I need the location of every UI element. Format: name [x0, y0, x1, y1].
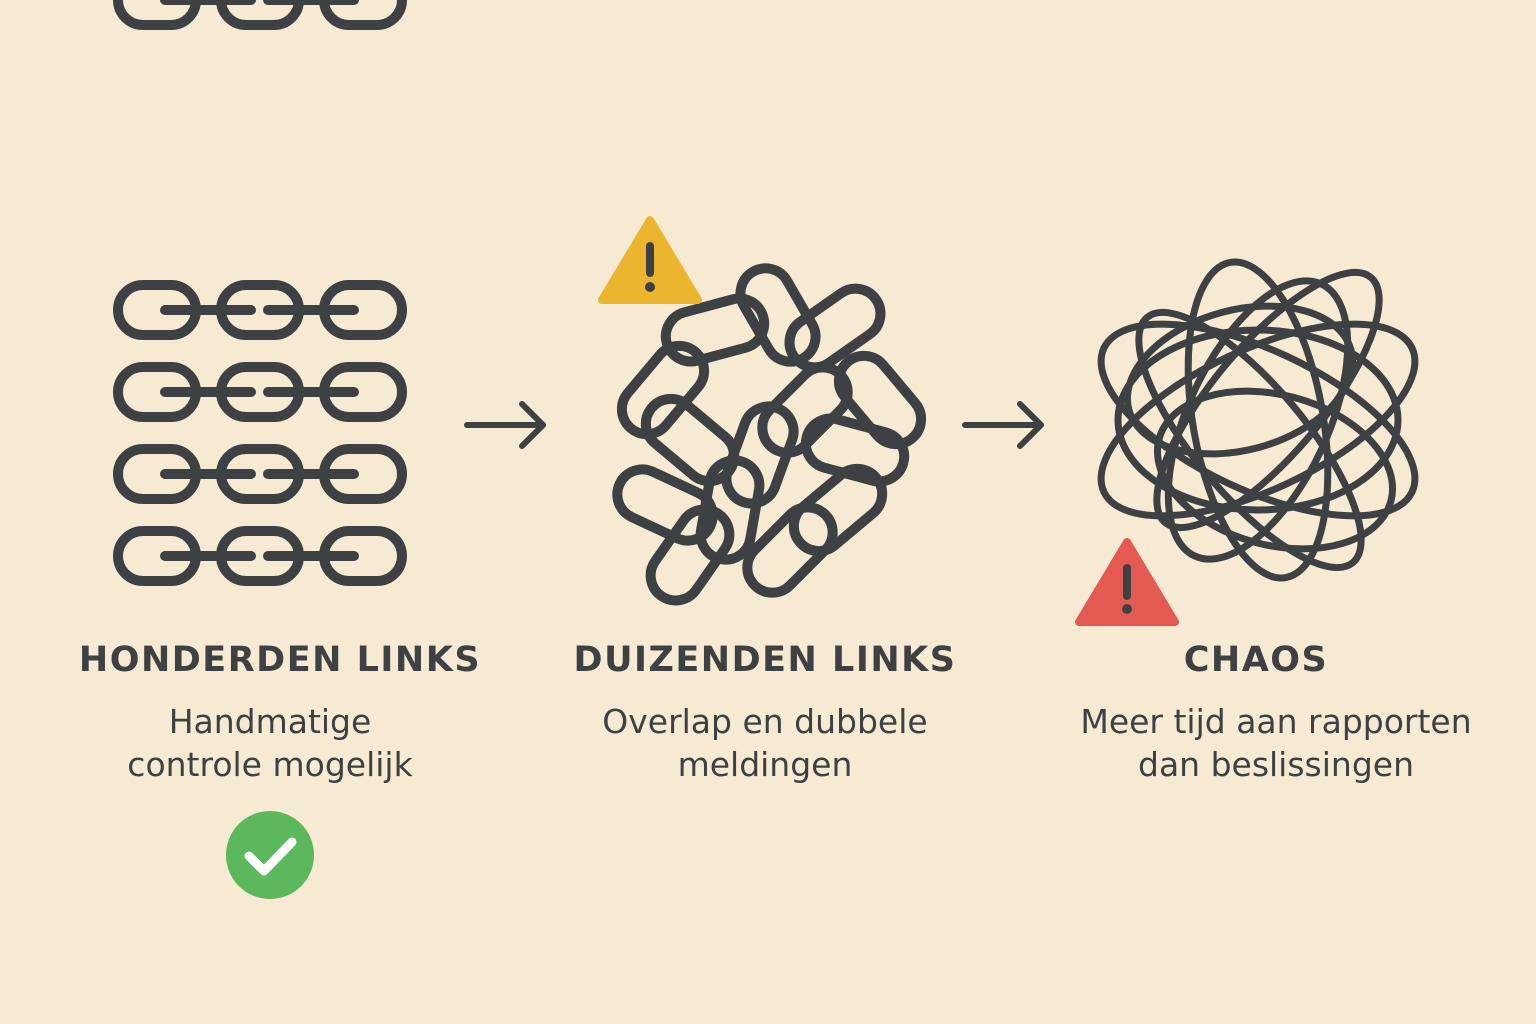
step-description-line: Overlap en dubbele: [602, 702, 928, 741]
step-description: Handmatige controle mogelijk: [70, 700, 470, 786]
step-description-line: controle mogelijk: [127, 745, 413, 784]
step-description: Meer tijd aan rapporten dan beslissingen: [1056, 700, 1496, 786]
step-title-duizenden-links: DUIZENDEN LINKS: [573, 640, 957, 680]
arrow-right-icon: [464, 401, 546, 449]
step-description-line: meldingen: [677, 745, 853, 784]
warning-triangle-icon: [598, 216, 702, 304]
tangled-chain-icon: [612, 263, 927, 606]
step-description-line: Handmatige: [168, 702, 372, 741]
step-description: Overlap en dubbele meldingen: [555, 700, 975, 786]
step-title-chaos: CHAOS: [1183, 640, 1329, 680]
step-description-line: Meer tijd aan rapporten: [1080, 702, 1472, 741]
scribble-chaos-icon: [1097, 258, 1419, 582]
arrow-right-icon: [962, 401, 1044, 449]
step-title-honderden-links: HONDERDEN LINKS: [78, 640, 482, 680]
step-description-line: dan beslissingen: [1138, 745, 1414, 784]
check-circle-icon: [226, 811, 314, 899]
warning-triangle-icon: [1075, 538, 1179, 626]
chain-rows-icon: [118, 0, 402, 581]
